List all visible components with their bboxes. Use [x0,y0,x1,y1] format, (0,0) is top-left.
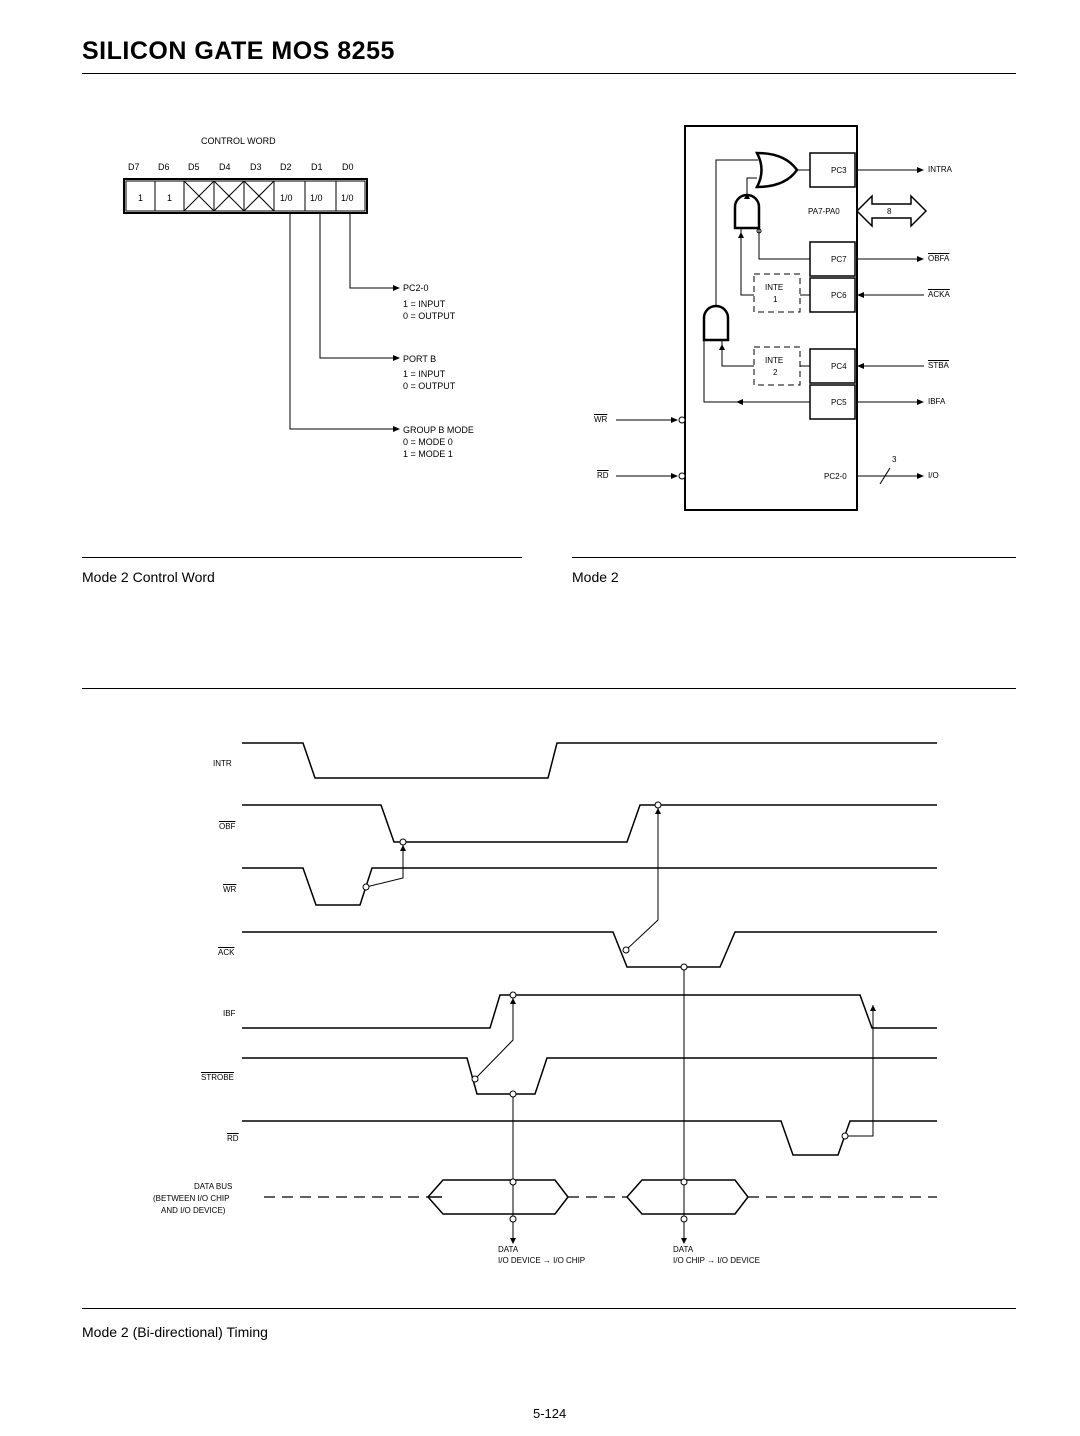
bit-label-d4: D4 [219,162,231,172]
pc20-label: PC2-0 [403,283,429,293]
timing-caption: Mode 2 (Bi-directional) Timing [82,1324,268,1340]
page-title: SILICON GATE MOS 8255 [82,37,395,65]
pc20-input: 1 = INPUT [403,299,446,309]
control-word-caption: Mode 2 Control Word [82,569,215,585]
bit-cell-d6: 1 [167,193,173,203]
bit-label-d1: D1 [311,162,323,172]
page-number: 5-124 [533,1406,567,1421]
bit-label-d0: D0 [342,162,354,172]
bus-width-label: 8 [887,207,892,216]
pin-pc7: PC7 [831,255,847,264]
timing-label-ack: ACK [218,948,235,957]
mode2-caption: Mode 2 [572,569,619,585]
figure-rule-right [572,557,1016,558]
bit-label-d5: D5 [188,162,200,172]
timing-label-rd: RD [227,1134,239,1143]
data-bus-device-label: AND I/O DEVICE) [161,1206,226,1215]
inte2-label: INTE [765,356,784,365]
pin-pc3: PC3 [831,166,847,175]
groupb-label: GROUP B MODE [403,425,474,435]
groupb-mode0: 0 = MODE 0 [403,437,453,447]
wr-input-label: WR [594,415,608,424]
groupb-mode1: 1 = MODE 1 [403,449,453,459]
portb-input: 1 = INPUT [403,369,446,379]
pc20-output: 0 = OUTPUT [403,311,456,321]
timing-waveforms [242,742,937,1244]
title-rule [82,73,1016,74]
control-word-heading: CONTROL WORD [201,136,276,146]
timing-label-intr: INTR [213,759,232,768]
bit-label-d7: D7 [128,162,140,172]
timing-label-wr: WR [223,885,237,894]
control-word-register-drawing [123,178,400,432]
inte1-label: INTE [765,283,784,292]
figure-rule-left [82,557,522,558]
bit-cell-d7: 1 [138,193,144,203]
bit-label-d2: D2 [280,162,292,172]
signal-intra: INTRA [928,165,952,174]
signal-ibfa: IBFA [928,397,946,406]
timing-label-strobe: STROBE [201,1073,234,1082]
signal-acka: ACKA [928,290,950,299]
timing-bottom-rule [82,1308,1016,1309]
inte1-number: 1 [773,295,778,304]
mode2-circuit-drawing [616,125,928,511]
bit-label-d6: D6 [158,162,170,172]
data-out-direction: I/O CHIP → I/O DEVICE [673,1256,760,1265]
bit-label-d3: D3 [250,162,262,172]
signal-io: I/O [928,471,939,480]
bit-cell-d0: 1/0 [341,193,354,203]
data-in-label: DATA [498,1245,519,1254]
data-out-label: DATA [673,1245,694,1254]
data-bus-between-label: (BETWEEN I/O CHIP [153,1194,230,1203]
pin-pc6: PC6 [831,291,847,300]
timing-label-ibf: IBF [223,1009,236,1018]
signal-stba: STBA [928,361,949,370]
portb-label: PORT B [403,354,437,364]
bit-cell-d1: 1/0 [310,193,323,203]
rd-input-label: RD [597,471,609,480]
inte2-number: 2 [773,368,778,377]
pin-pc2-0: PC2-0 [824,472,847,481]
pin-pa7-pa0: PA7-PA0 [808,207,840,216]
timing-label-obf: OBF [219,822,236,831]
signal-obfa: OBFA [928,254,950,263]
pin-pc4: PC4 [831,362,847,371]
portb-output: 0 = OUTPUT [403,381,456,391]
io-width-label: 3 [892,455,897,464]
bit-cell-d2: 1/0 [280,193,293,203]
data-bus-label: DATA BUS [194,1182,233,1191]
pin-pc5: PC5 [831,398,847,407]
data-in-direction: I/O DEVICE → I/O CHIP [498,1256,586,1265]
timing-top-rule [82,688,1016,689]
